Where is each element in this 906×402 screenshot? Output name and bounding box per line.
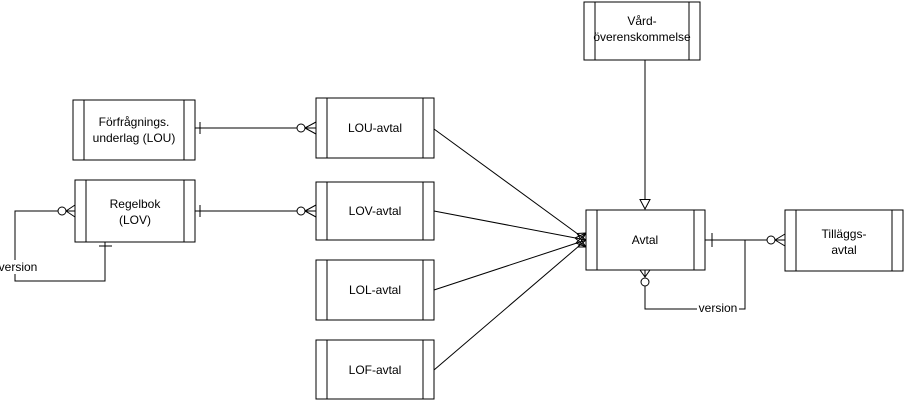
entity-box xyxy=(315,259,435,321)
edge-line xyxy=(433,239,587,371)
edge-regelbok-version-loop: version xyxy=(0,204,112,282)
entity-box xyxy=(72,99,196,161)
zero-circle-icon xyxy=(296,206,306,216)
edge-lov-avtal xyxy=(433,210,587,248)
crows-foot-icon xyxy=(639,269,651,278)
node-label: Vård- xyxy=(627,14,656,28)
node-lov-avtal: LOV-avtal xyxy=(315,181,435,241)
node-lof-avtal: LOF-avtal xyxy=(315,339,435,400)
crows-foot-icon xyxy=(304,204,317,218)
open-triangle-arrow-icon xyxy=(639,199,651,211)
entity-box xyxy=(585,209,706,271)
node-forfragningsunderlag: Förfrågnings. underlag (LOU) xyxy=(72,99,196,161)
node-label: Regelbok xyxy=(110,197,162,211)
crows-foot-icon xyxy=(65,204,76,218)
entity-box xyxy=(315,181,435,241)
edge-forfragning-lou xyxy=(195,121,317,135)
edge-vard-avtal xyxy=(639,60,651,211)
node-lou-avtal: LOU-avtal xyxy=(315,97,435,159)
node-label: underlag (LOU) xyxy=(93,131,176,145)
node-label: överenskommelse xyxy=(593,30,691,44)
node-regelbok: Regelbok (LOV) xyxy=(74,179,196,243)
crows-foot-icon xyxy=(577,232,587,248)
crows-foot-icon xyxy=(774,233,786,247)
edge-lou-avtal xyxy=(433,128,587,248)
node-label: LOL-avtal xyxy=(349,283,401,297)
edge-line xyxy=(14,210,106,282)
edge-avtal-tillaggs xyxy=(705,233,786,247)
edge-label-background xyxy=(697,302,739,315)
node-label: avtal xyxy=(831,243,856,257)
edge-line xyxy=(433,128,587,241)
node-lol-avtal: LOL-avtal xyxy=(315,259,435,321)
node-label: Förfrågnings. xyxy=(99,115,170,129)
crows-foot-icon xyxy=(304,121,317,135)
node-label: LOV-avtal xyxy=(349,204,402,218)
entity-box xyxy=(315,97,435,159)
edge-regelbok-lov xyxy=(195,204,317,218)
node-avtal: Avtal xyxy=(585,209,706,271)
node-label: LOU-avtal xyxy=(348,121,402,135)
zero-circle-icon xyxy=(766,235,776,245)
entity-box xyxy=(74,179,196,243)
zero-circle-icon xyxy=(57,206,67,216)
node-label: LOF-avtal xyxy=(349,363,402,377)
node-label: Avtal xyxy=(632,233,658,247)
node-tillaggs-avtal: Tilläggs- avtal xyxy=(784,209,904,272)
entity-box xyxy=(784,209,904,272)
entity-box xyxy=(315,339,435,400)
node-label: Tilläggs- xyxy=(822,227,867,241)
crows-foot-icon xyxy=(575,232,587,248)
edge-lol-avtal xyxy=(433,232,587,291)
edge-line xyxy=(644,240,746,310)
entity-box xyxy=(583,1,701,61)
edge-label-version: version xyxy=(0,260,37,274)
zero-circle-icon xyxy=(296,123,306,133)
edge-line xyxy=(433,210,587,241)
zero-circle-icon xyxy=(640,277,650,287)
edge-lof-avtal xyxy=(433,232,587,371)
edge-line xyxy=(433,239,587,291)
edge-avtal-version-loop: version xyxy=(639,240,746,315)
edge-label-background xyxy=(0,260,38,274)
edge-label-version: version xyxy=(699,301,738,315)
node-label: (LOV) xyxy=(119,213,151,227)
node-vard-overenskommelse: Vård- överenskommelse xyxy=(583,1,701,61)
